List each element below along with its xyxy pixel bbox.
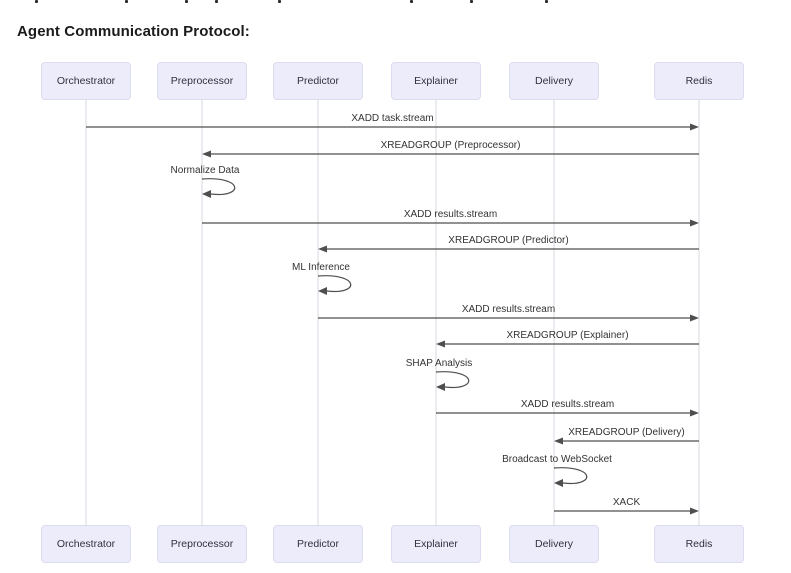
arrowhead-icon (436, 340, 445, 348)
arrowhead-icon (554, 479, 563, 487)
arrowhead-icon (318, 287, 327, 295)
arrowhead-icon (554, 437, 563, 445)
self-loop (435, 371, 470, 389)
self-loop (553, 467, 588, 485)
arrowhead-icon (202, 150, 211, 158)
arrowhead-icon (690, 507, 699, 515)
arrowhead-icon (690, 123, 699, 131)
arrowhead-icon (690, 409, 699, 417)
text-fragment (35, 0, 38, 3)
page-title: Agent Communication Protocol: (17, 23, 250, 40)
text-fragment (545, 0, 548, 3)
self-loop (317, 275, 352, 293)
arrowhead-icon (436, 383, 445, 391)
text-fragment (470, 0, 473, 3)
clipped-text-fragments (0, 0, 791, 5)
arrowhead-icon (318, 245, 327, 253)
text-fragment (278, 0, 281, 3)
text-fragment (410, 0, 413, 3)
text-fragment (125, 0, 128, 3)
text-fragment (215, 0, 218, 3)
text-fragment (185, 0, 188, 3)
self-loop (201, 178, 236, 196)
arrowhead-icon (690, 219, 699, 227)
arrowhead-icon (690, 314, 699, 322)
arrowhead-icon (202, 190, 211, 198)
